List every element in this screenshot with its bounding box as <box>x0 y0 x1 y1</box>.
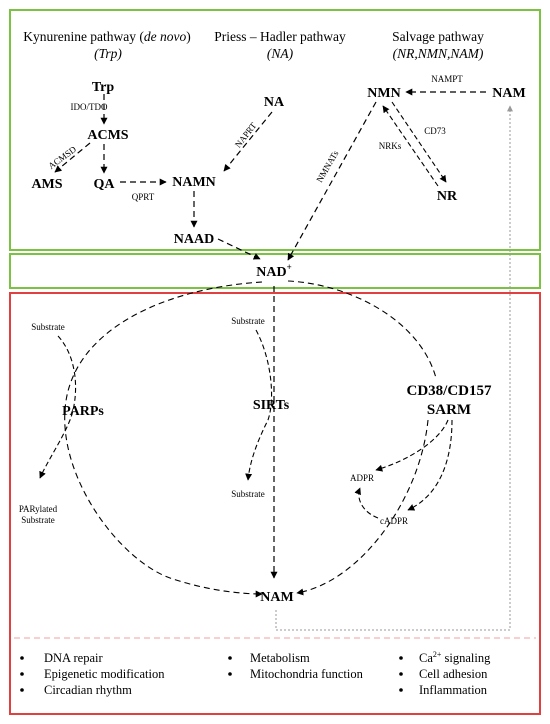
cycle-arc-right-lower <box>296 419 429 596</box>
node-qa: QA <box>94 177 116 192</box>
node-nam-top: NAM <box>492 86 525 101</box>
salvage-pathway-title: Salvage pathway <box>392 29 484 44</box>
enzyme-nampt: NAMPT <box>431 74 463 84</box>
function-ca-signaling: Ca2+ signaling <box>419 650 491 665</box>
enzyme-ido-tdo: IDO/TDO <box>71 102 108 112</box>
cycle-arc-left <box>64 281 263 598</box>
label-cadpr: cADPR <box>380 516 408 526</box>
node-nmn: NMN <box>367 86 400 101</box>
arrow-acms-ams <box>54 142 91 173</box>
label-adpr: ADPR <box>350 473 374 483</box>
function-mitochondria: Mitochondria function <box>250 667 364 681</box>
node-namn: NAMN <box>172 175 216 190</box>
node-na: NA <box>264 95 285 110</box>
synthesis-pathways-box <box>9 9 541 251</box>
node-naad: NAAD <box>174 232 214 247</box>
label-parylated: PARylated <box>19 504 58 514</box>
arrow-na-namn <box>223 111 273 172</box>
kynurenine-pathway-title: Kynurenine pathway (de novo) <box>23 29 191 44</box>
enzyme-nrks: NRKs <box>379 141 402 151</box>
arrow-nmn-nad <box>287 101 377 261</box>
node-acms: ACMS <box>87 128 128 143</box>
arrow-nmn-nr <box>391 101 447 183</box>
enzyme-acmsd: ACMSD <box>46 144 78 171</box>
arrow-parps-substrate <box>39 335 77 479</box>
arrow-cadpr-adpr <box>354 487 379 519</box>
node-parps: PARPs <box>62 404 104 419</box>
function-circadian-rhythm: Circadian rhythm <box>44 683 132 697</box>
bullet <box>20 688 24 692</box>
cycle-arc-right <box>287 280 437 379</box>
enzyme-cd73: CD73 <box>424 126 446 136</box>
bullet <box>20 656 24 660</box>
enzyme-naprt: NAPRT <box>233 120 259 149</box>
node-ams: AMS <box>31 177 62 192</box>
node-sirts: SIRTs <box>253 398 290 413</box>
salvage-pathway-substrate: (NR,NMN,NAM) <box>393 46 484 61</box>
arrow-sirts-substrate <box>245 329 273 481</box>
arrow-naad-nad <box>217 238 261 260</box>
nam-return-line <box>275 105 513 631</box>
bullet <box>399 656 403 660</box>
bullet <box>399 672 403 676</box>
kynurenine-pathway-substrate: (Trp) <box>94 46 122 61</box>
enzyme-qprt: QPRT <box>132 192 155 202</box>
bullet <box>228 656 232 660</box>
arrow-nr-nmn <box>382 105 439 187</box>
priess-hadler-pathway-title: Priess – Hadler pathway <box>214 29 346 44</box>
bullet <box>399 688 403 692</box>
function-epigenetic-modification: Epigenetic modification <box>44 667 165 681</box>
consumption-box <box>9 292 541 715</box>
enzyme-nmnats: NMNATs <box>314 148 340 184</box>
function-metabolism: Metabolism <box>250 651 310 665</box>
function-cell-adhesion: Cell adhesion <box>419 667 488 681</box>
node-sarm: SARM <box>427 402 471 418</box>
node-nr: NR <box>437 189 458 204</box>
function-dna-repair: DNA repair <box>44 651 103 665</box>
label-substrate-sirts-out: Substrate <box>231 489 265 499</box>
function-inflammation: Inflammation <box>419 683 488 697</box>
arrow-cd38-cadpr <box>407 419 453 511</box>
bullet <box>228 672 232 676</box>
label-substrate-parps: Substrate <box>31 322 65 332</box>
node-trp: Trp <box>92 80 115 95</box>
label-substrate-sirts-in: Substrate <box>231 316 265 326</box>
nad-pool-box <box>9 253 541 289</box>
node-nam-bottom: NAM <box>260 590 293 605</box>
arrow-cd38-adpr <box>375 419 449 472</box>
priess-hadler-pathway-substrate: (NA) <box>267 46 294 61</box>
node-nad: NAD+ <box>256 262 291 280</box>
bullet <box>20 672 24 676</box>
node-cd38-cd157: CD38/CD157 <box>407 383 492 399</box>
label-parylated-substrate: Substrate <box>21 515 55 525</box>
